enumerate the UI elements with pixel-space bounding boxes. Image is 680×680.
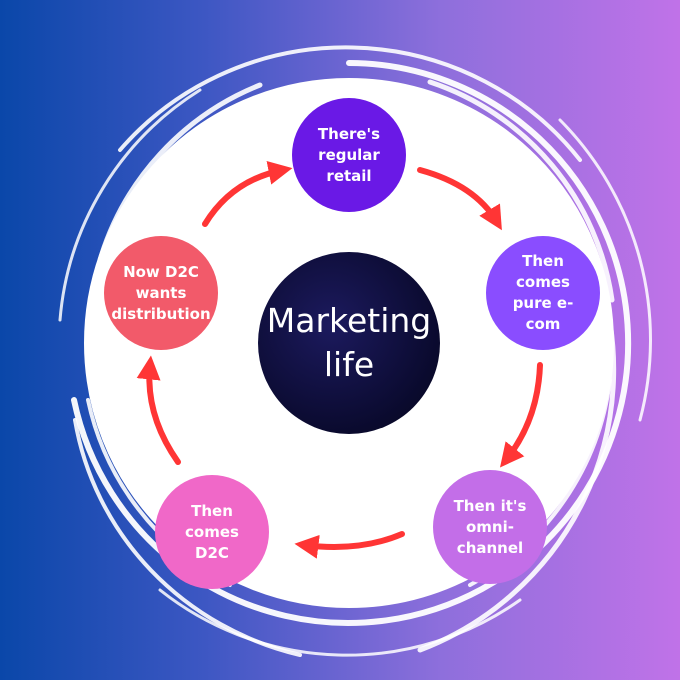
- center-title-line1: Marketing: [266, 301, 432, 340]
- node-pure-ecom: Then comes pure e- com: [486, 236, 600, 350]
- node-label-line: pure e-: [512, 294, 574, 312]
- center-circle: Marketing life: [258, 252, 440, 434]
- node-label-line: regular: [318, 145, 380, 164]
- arrow-omni-to-d2c: [294, 531, 405, 559]
- arrow-retail-to-ecom: [417, 167, 502, 231]
- node-label-line: channel: [456, 538, 524, 557]
- center-title-line2: life: [323, 345, 375, 384]
- node-label-line: comes: [185, 522, 239, 541]
- node-label-line: Then: [191, 501, 233, 520]
- node-label-line: D2C: [195, 543, 229, 562]
- node-regular-retail: There's regular retail: [292, 98, 406, 212]
- node-label-line: Now D2C: [123, 262, 199, 281]
- node-omni-channel: Then it's omni- channel: [433, 470, 547, 584]
- node-label-line: com: [525, 315, 561, 333]
- node-label-line: wants: [135, 283, 187, 302]
- node-d2c-distribution: Now D2C wants distribution: [104, 236, 218, 350]
- arrow-d2c-to-distribution: [136, 355, 181, 465]
- node-label-line: omni-: [466, 517, 514, 536]
- node-label-line: retail: [326, 166, 372, 185]
- arrow-distribution-to-retail: [202, 161, 293, 227]
- arrow-ecom-to-omni: [500, 362, 543, 468]
- node-label-line: There's: [317, 124, 381, 143]
- node-label-line: Then: [522, 252, 564, 270]
- node-d2c: Then comes D2C: [155, 475, 269, 589]
- node-label-line: distribution: [111, 304, 211, 323]
- node-label-line: Then it's: [453, 496, 527, 515]
- node-label-line: comes: [516, 273, 570, 291]
